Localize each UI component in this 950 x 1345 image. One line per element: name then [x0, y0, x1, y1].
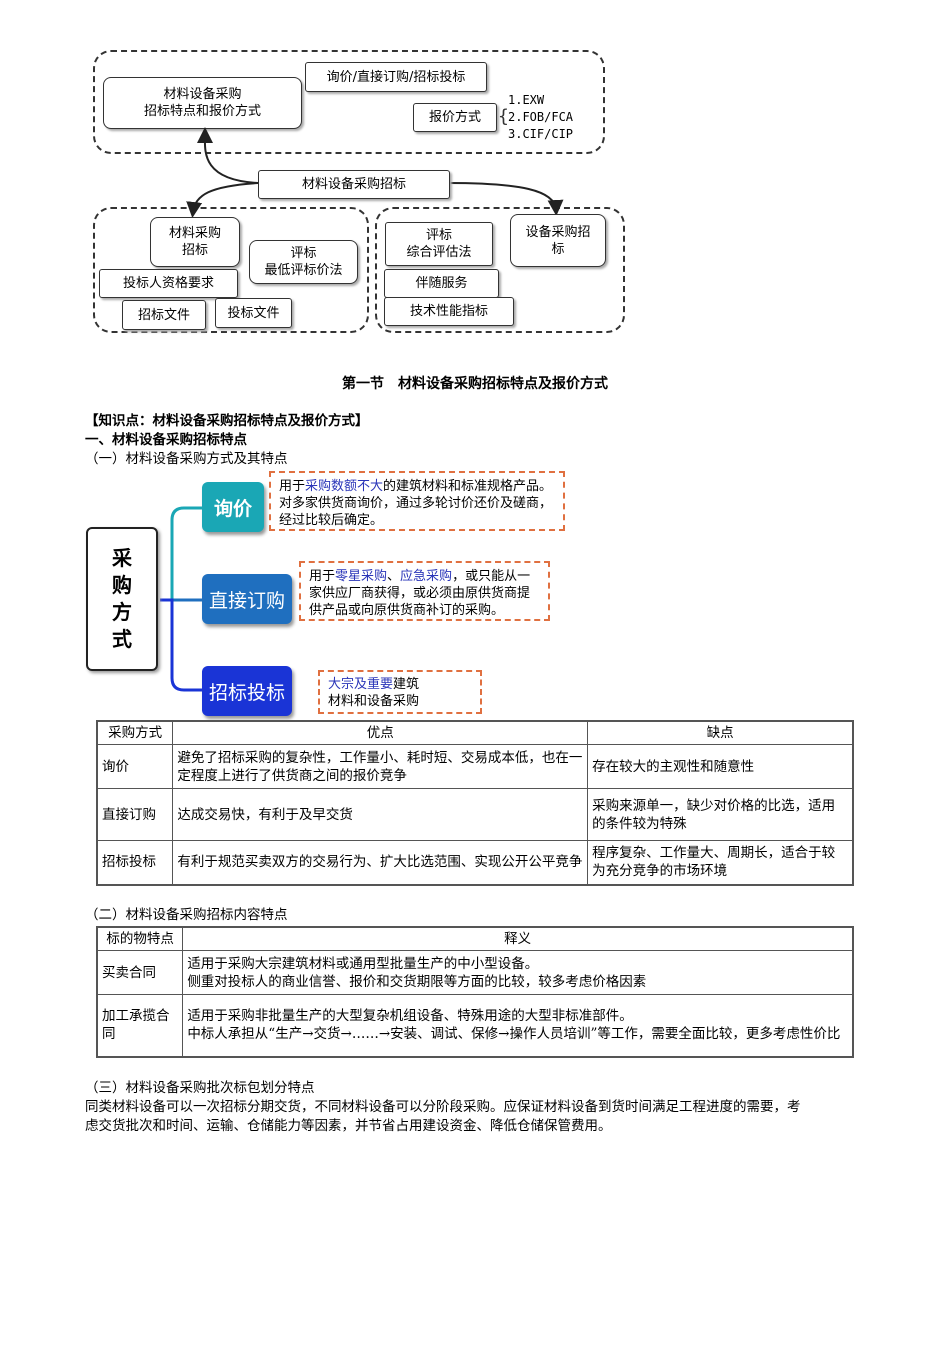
diagram-right-title: 设备采购招 标: [510, 214, 606, 267]
callout-inquiry: 用于采购数额不大的建筑材料和标准规格产品。对多家供货商询价，通过多轮讨价还价及磋…: [269, 471, 565, 531]
diagram-center: 材料设备采购招标: [258, 170, 450, 199]
callout-bidding-highlight: 大宗及重要: [328, 677, 394, 692]
quote-option-1: 1.EXW: [508, 93, 545, 107]
table-content-header: 标的物特点 释义: [96, 926, 854, 951]
table-row: 询价 避免了招标采购的复杂性，工作量小、耗时短、交易成本低，也在一定程度上进行了…: [96, 744, 854, 789]
diagram-left-title: 材料采购 招标: [150, 217, 240, 267]
quote-options: 1.EXW 2.FOB/FCA 3.CIF/CIP: [508, 92, 573, 143]
table-cell: 程序复杂、工作量大、周期长，适合于较为充分竞争的市场环境: [587, 840, 854, 885]
callout-direct-sep: 、: [387, 569, 401, 584]
table-cell: 适用于采购非批量生产的大型复杂机组设备、特殊用途的大型非标准部件。 中标人承担从…: [182, 994, 854, 1057]
callout-bidding: 大宗及重要建筑 材料和设备采购: [318, 670, 482, 714]
subheading-2: （二）材料设备采购招标内容特点: [85, 907, 288, 923]
diagram-left-doc2: 投标文件: [215, 298, 292, 328]
mindmap-node-direct: 直接订购: [202, 574, 292, 624]
table-cell: 直接订购: [96, 788, 174, 841]
diagram-left-qual: 投标人资格要求: [99, 269, 238, 298]
table-cell-line: 侧重对投标人的商业信誉、报价和交货期限等方面的比较，较多考虑价格因素: [187, 973, 647, 990]
paragraph-3-line-1: 同类材料设备可以一次招标分期交货，不同材料设备可以分阶段采购。应保证材料设备到货…: [85, 1099, 801, 1115]
quote-option-2: 2.FOB/FCA: [508, 110, 574, 124]
table-content-header-cell: 释义: [182, 926, 854, 951]
quote-option-3: 3.CIF/CIP: [508, 127, 574, 141]
subheading-1: （一）材料设备采购方式及其特点: [85, 451, 288, 467]
left-group-border: [93, 207, 369, 333]
table-methods-header-cell: 缺点: [587, 720, 854, 745]
right-group-border: [375, 207, 625, 333]
diagram-right-eval: 评标 综合评估法: [385, 222, 493, 266]
table-cell: 询价: [96, 744, 174, 789]
table-methods-header-cell: 采购方式: [96, 720, 174, 745]
subheading-3: （三）材料设备采购批次标包划分特点: [85, 1080, 315, 1096]
mindmap-node-bidding: 招标投标: [202, 666, 292, 716]
knowledge-point: 【知识点：材料设备采购招标特点及报价方式】: [85, 413, 369, 429]
diagram-top-quote: 报价方式: [413, 103, 497, 132]
diagram-left-eval: 评标 最低评标价法: [249, 240, 358, 284]
table-row: 招标投标 有利于规范买卖双方的交易行为、扩大比选范围、实现公开公平竞争 程序复杂…: [96, 840, 854, 885]
table-row: 买卖合同 适用于采购大宗建筑材料或通用型批量生产的中小型设备。 侧重对投标人的商…: [96, 950, 854, 995]
table-methods-header: 采购方式 优点 缺点: [96, 720, 854, 745]
table-cell: 有利于规范买卖双方的交易行为、扩大比选范围、实现公开公平竞争: [172, 840, 589, 885]
brace-icon: {: [498, 106, 509, 127]
diagram-right-service: 伴随服务: [384, 269, 499, 298]
table-cell: 适用于采购大宗建筑材料或通用型批量生产的中小型设备。 侧重对投标人的商业信誉、报…: [182, 950, 854, 995]
table-cell: 招标投标: [96, 840, 174, 885]
section-title: 第一节 材料设备采购招标特点及报价方式: [342, 376, 608, 392]
table-methods: 采购方式 优点 缺点 询价 避免了招标采购的复杂性，工作量小、耗时短、交易成本低…: [96, 720, 854, 886]
diagram-left-doc1: 招标文件: [122, 300, 206, 330]
table-cell: 加工承揽合同: [96, 994, 184, 1057]
table-content: 标的物特点 释义 买卖合同 适用于采购大宗建筑材料或通用型批量生产的中小型设备。…: [96, 926, 854, 1058]
table-cell: 避免了招标采购的复杂性，工作量小、耗时短、交易成本低，也在一定程度上进行了供货商…: [172, 744, 589, 789]
table-cell: 买卖合同: [96, 950, 184, 995]
callout-direct: 用于零星采购、应急采购，或只能从一家供应厂商获得，或必须由原供货商提供产品或向原…: [299, 561, 550, 621]
table-cell-line: 适用于采购大宗建筑材料或通用型批量生产的中小型设备。: [187, 955, 539, 972]
callout-direct-post: ，或只能从一家供应厂商获得，或必须由原供货商提供产品或向原供货商补订的采购。: [309, 569, 531, 618]
table-cell: 采购来源单一，缺少对价格的比选，适用的条件较为特殊: [587, 788, 854, 841]
table-content-header-cell: 标的物特点: [96, 926, 184, 951]
heading-1: 一、材料设备采购招标特点: [85, 432, 247, 448]
callout-bidding-post1: 建筑: [393, 677, 420, 692]
diagram-top-methods: 询价/直接订购/招标投标: [305, 62, 487, 92]
table-cell-line: 中标人承担从“生产→交货→……→安装、调试、保修→操作人员培训”等工作，需要全面…: [187, 1026, 841, 1043]
diagram-top-main: 材料设备采购 招标特点和报价方式: [103, 77, 302, 129]
diagram-right-tech: 技术性能指标: [384, 297, 514, 326]
table-cell-line: 适用于采购非批量生产的大型复杂机组设备、特殊用途的大型非标准部件。: [187, 1008, 633, 1025]
diagram-arrows: [186, 127, 564, 218]
table-cell: 达成交易快，有利于及早交货: [172, 788, 589, 841]
table-methods-header-cell: 优点: [172, 720, 589, 745]
callout-direct-highlight-2: 应急采购: [400, 569, 453, 584]
mindmap-root: 采 购 方 式: [86, 527, 158, 671]
table-cell: 存在较大的主观性和随意性: [587, 744, 854, 789]
callout-inquiry-post: 的建筑材料和标准规格产品。对多家供货商询价，通过多轮讨价还价及磋商，经过比较后确…: [279, 479, 553, 528]
callout-direct-pre: 用于: [309, 569, 336, 584]
paragraph-3-line-2: 虑交货批次和时间、运输、仓储能力等因素，并节省占用建设资金、降低仓储保管费用。: [85, 1118, 612, 1134]
mindmap-connectors: [160, 506, 202, 692]
table-row: 直接订购 达成交易快，有利于及早交货 采购来源单一，缺少对价格的比选，适用的条件…: [96, 788, 854, 841]
callout-bidding-post2: 材料和设备采购: [328, 694, 420, 709]
mindmap-node-inquiry: 询价: [202, 482, 264, 532]
callout-inquiry-highlight: 采购数额不大: [305, 479, 384, 494]
top-group-border: [93, 50, 605, 154]
table-row: 加工承揽合同 适用于采购非批量生产的大型复杂机组设备、特殊用途的大型非标准部件。…: [96, 994, 854, 1057]
callout-direct-highlight-1: 零星采购: [335, 569, 388, 584]
callout-inquiry-pre: 用于: [279, 479, 306, 494]
